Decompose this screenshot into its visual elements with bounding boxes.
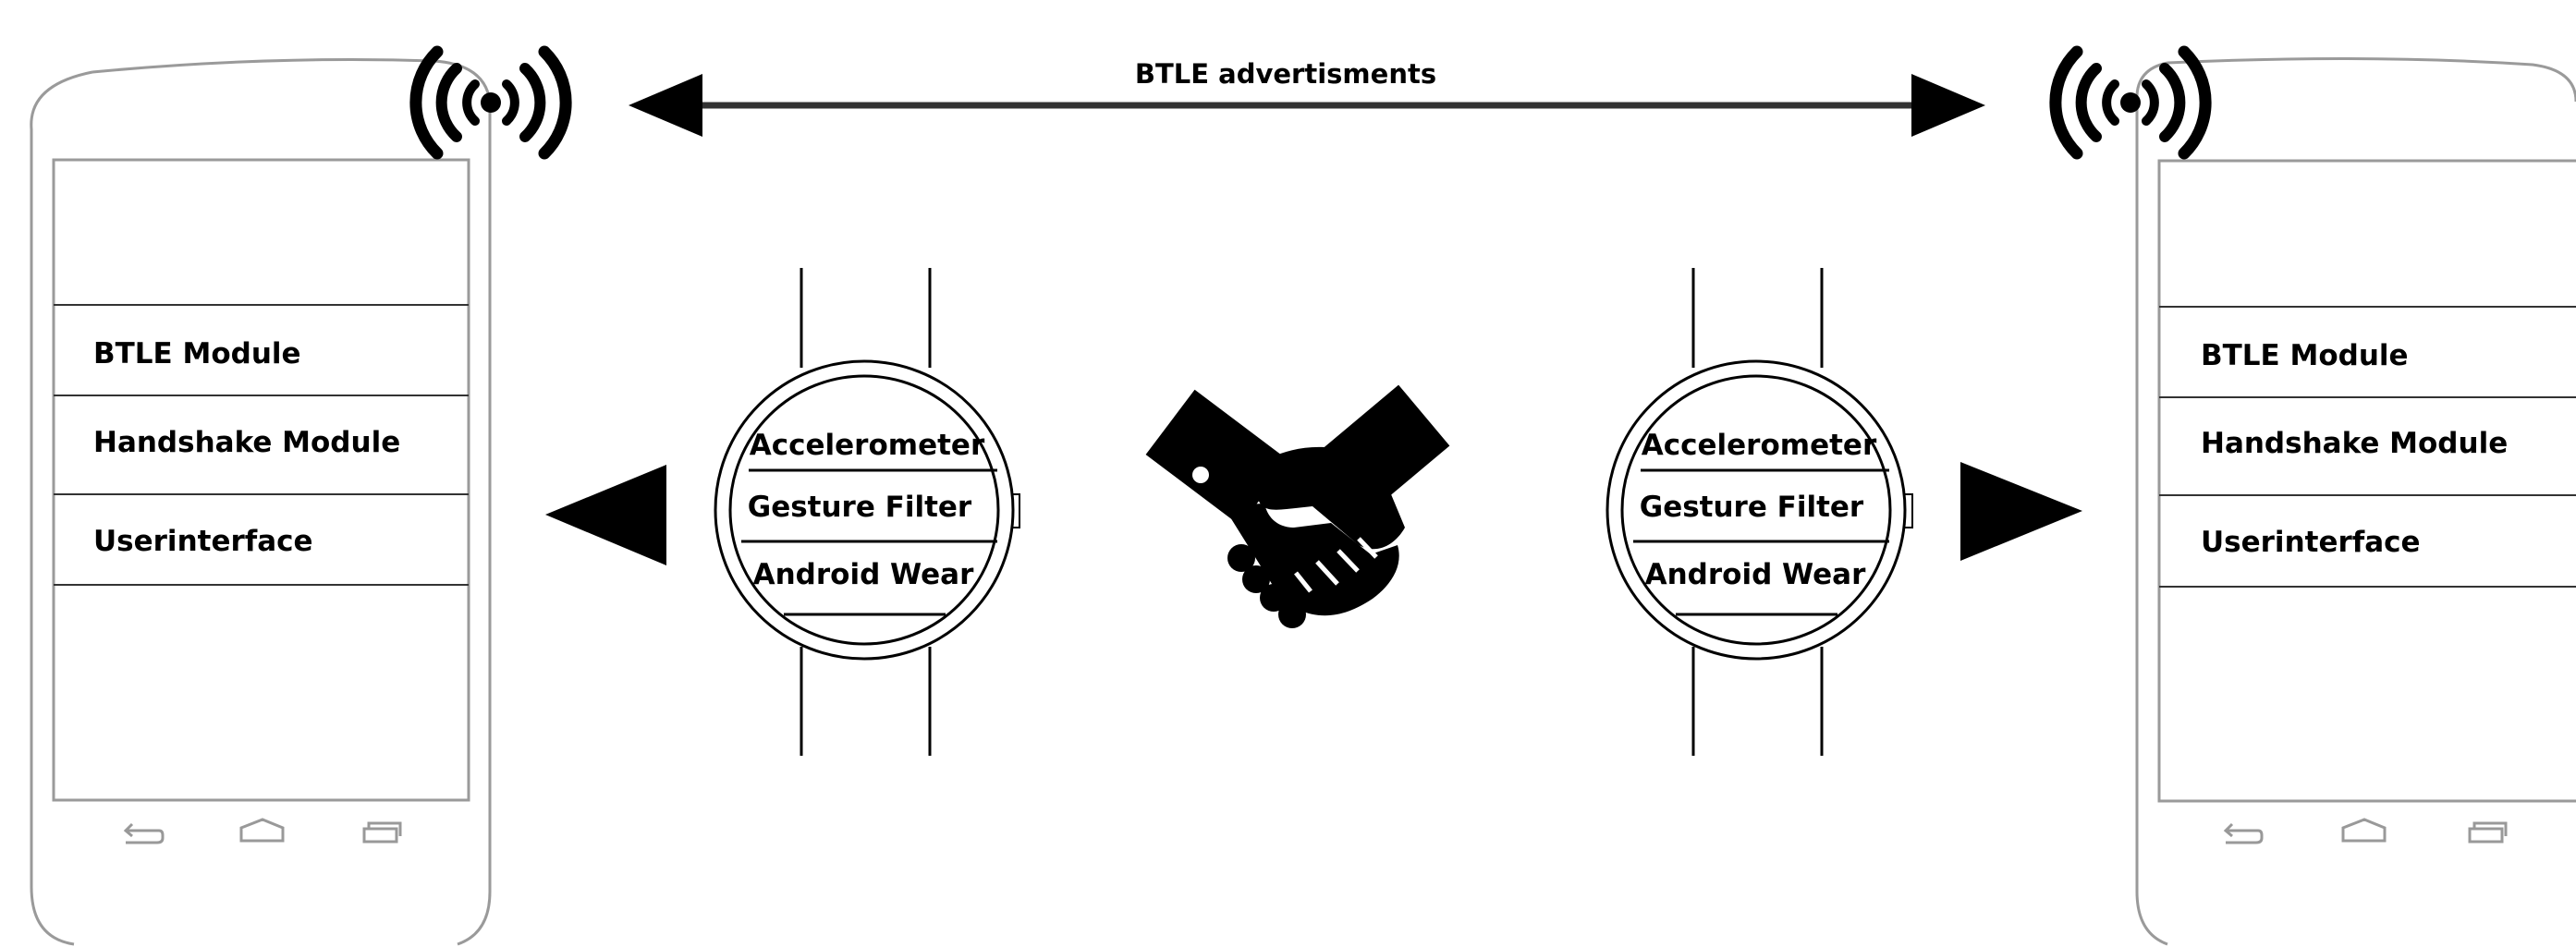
phone-left-module-ui: Userinterface [93,525,313,558]
handshake-icon [1145,384,1450,628]
recent-apps-icon [362,821,402,844]
phone-left: BTLE Module Handshake Module Userinterfa… [30,58,492,946]
watch-left-accelerometer: Accelerometer [750,429,985,462]
wireless-signal-icon [2049,45,2212,160]
wireless-signal-icon [409,45,572,160]
phone-left-module-btle: BTLE Module [93,337,301,370]
watch-right-android-wear: Android Wear [1645,558,1866,591]
watch-left-gesture-filter: Gesture Filter [748,491,972,524]
phone-right-module-ui: Userinterface [2201,526,2421,559]
phone-right: BTLE Module Handshake Module Userinterfa… [2135,56,2576,946]
recent-apps-icon [2468,821,2508,844]
back-icon [2223,822,2264,844]
phone-left-screen [52,158,470,802]
phone-right-module-handshake: Handshake Module [2201,427,2508,460]
back-icon [123,822,165,844]
arrow-head-right [1911,74,1985,137]
watch-right-gesture-filter: Gesture Filter [1640,491,1864,524]
btle-advertisment-label: BTLE advertisments [1135,58,1436,90]
home-icon [2341,818,2387,843]
triangle-right-icon [1960,462,2082,561]
home-icon [239,818,285,843]
phone-left-module-handshake: Handshake Module [93,426,400,459]
triangle-left-icon [545,465,666,565]
watch-left [714,268,1020,756]
btle-advertisment-arrow: BTLE advertisments [629,58,1985,137]
watch-right-accelerometer: Accelerometer [1642,429,1877,462]
phone-right-body [2135,56,2576,946]
arrow-head-left [629,74,702,137]
phone-right-screen [2157,159,2576,803]
watch-right [1605,268,1913,756]
watch-left-android-wear: Android Wear [753,558,974,591]
phone-right-module-btle: BTLE Module [2201,339,2409,372]
